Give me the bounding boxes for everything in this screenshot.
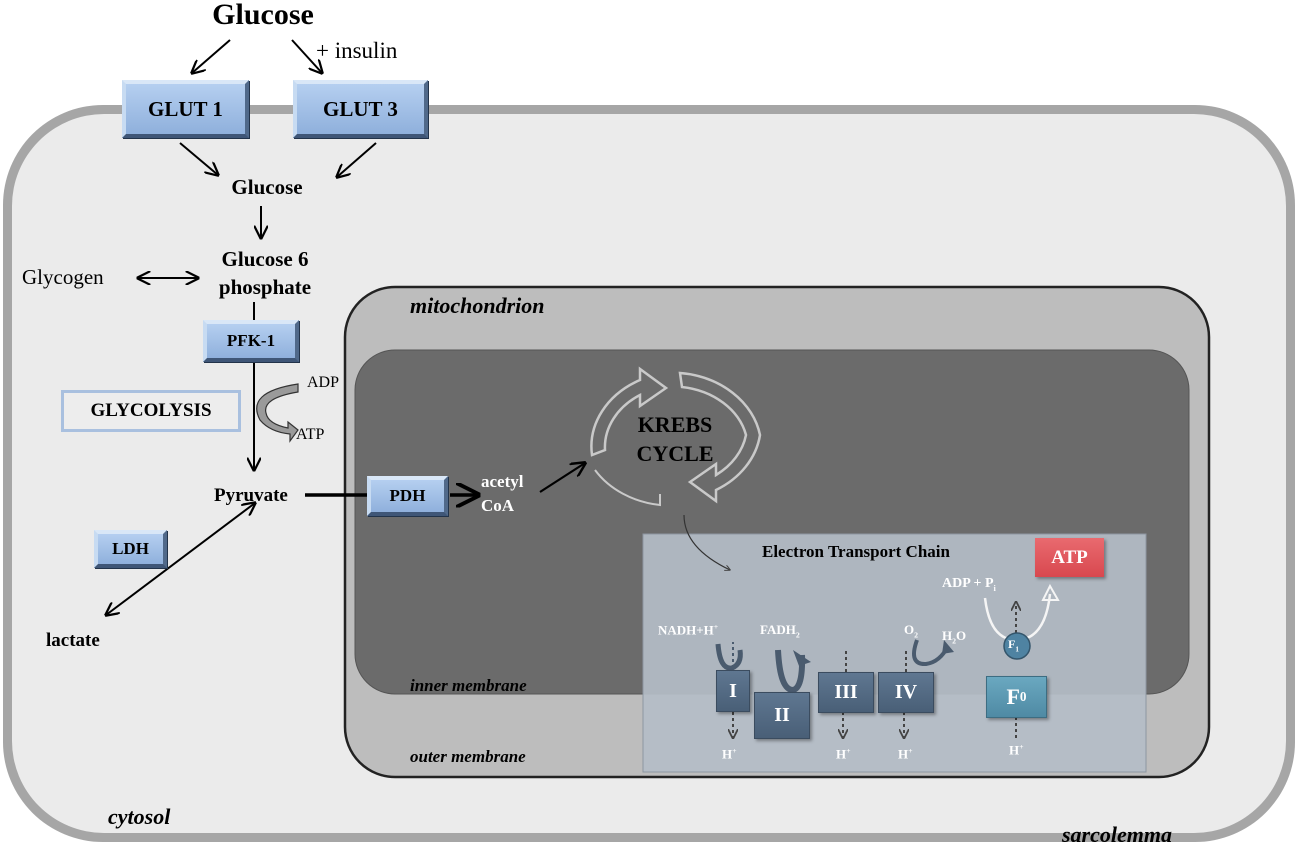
arrow-glucose-glut3 (291, 39, 322, 73)
h2o-text-h: H (942, 628, 953, 643)
adp-atp-curve (256, 383, 299, 443)
complex-ii: II (754, 692, 810, 739)
h-plus-2-text: H (836, 746, 847, 762)
h-plus-4-text: H (1009, 742, 1020, 758)
g6p-label: Glucose 6 phosphate (219, 245, 311, 301)
h-plus-4-sup: + (1019, 742, 1024, 751)
nadh-superscript: + (713, 622, 719, 631)
arrow-glucose-glut1 (192, 39, 231, 73)
h2o-label: H2O (942, 628, 966, 646)
insulin-label: + insulin (316, 38, 398, 63)
f1-subunit (1003, 632, 1031, 660)
adp-pi-text: ADP + P (942, 576, 994, 591)
h-plus-3-sup: + (908, 746, 913, 755)
arrow-krebs-etc (683, 514, 730, 570)
complex-iv: IV (878, 672, 934, 713)
f1-text: F (1008, 637, 1016, 651)
h2o-subscript: 2 (952, 636, 957, 646)
arrow-glut1-glucose (179, 142, 218, 175)
h-plus-3-text: H (898, 746, 909, 762)
atp-small-label: ATP (296, 426, 325, 443)
krebs-line-1: KREBS (637, 412, 713, 437)
krebs-cycle-label: KREBS CYCLE (636, 410, 713, 468)
h-plus-1-text: H (722, 746, 733, 762)
glycolysis-box: GLYCOLYSIS (61, 390, 241, 432)
h-plus-3: H+ (898, 746, 913, 762)
fadh-curve (775, 649, 806, 694)
h-plus-4: H+ (1009, 742, 1024, 758)
glucose-inside-label: Glucose (231, 175, 303, 199)
fadh-text: FADH (760, 622, 796, 637)
atp-big-box: ATP (1035, 538, 1104, 577)
lactate-label: lactate (46, 630, 100, 651)
cytosol-label: cytosol (108, 804, 171, 829)
arrow-pyruvate-lactate (106, 503, 255, 615)
ldh-box: LDH (94, 530, 167, 568)
acetyl-coa-label: acetyl CoA (481, 470, 523, 518)
fadh-label: FADH2 (760, 622, 800, 640)
coa-line: CoA (481, 496, 515, 515)
adp-pi-label: ADP + Pi (942, 576, 996, 593)
pi-subscript: i (993, 583, 996, 593)
nadh-label: NADH+H+ (658, 622, 718, 638)
glucose-outside-label: Glucose (212, 0, 314, 31)
glut3-box: GLUT 3 (293, 80, 428, 138)
h-plus-1-sup: + (732, 746, 737, 755)
o2-subscript: 2 (914, 630, 919, 640)
h2o-text-o: O (956, 628, 967, 643)
h-plus-2: H+ (836, 746, 851, 762)
etc-title: Electron Transport Chain (762, 542, 950, 561)
f1-subscript: 1 (1015, 645, 1019, 654)
glycogen-label: Glycogen (22, 265, 104, 289)
f0-text: F (1006, 684, 1020, 709)
f0-subscript: 0 (1019, 689, 1027, 704)
arrow-acetylcoa-krebs (539, 463, 585, 493)
sarcolemma-label: sarcolemma (1062, 822, 1172, 847)
h-plus-1: H+ (722, 746, 737, 762)
acetyl-line: acetyl (481, 472, 524, 491)
f1-label: F1 (1008, 637, 1019, 653)
fadh-subscript: 2 (795, 630, 800, 640)
complex-i: I (716, 670, 750, 712)
o2-h2o-curve (912, 639, 950, 667)
nadh-text: NADH+H (658, 622, 714, 638)
o2-text: O (904, 622, 915, 637)
outer-membrane-label: outer membrane (410, 747, 526, 766)
glut1-box: GLUT 1 (122, 80, 249, 138)
h-plus-2-sup: + (846, 746, 851, 755)
arrow-glut3-glucose (337, 142, 377, 177)
krebs-line-2: CYCLE (636, 441, 714, 466)
adp-label: ADP (307, 374, 340, 391)
o2-label: O2 (904, 622, 918, 640)
complex-iii: III (818, 672, 874, 713)
g6p-line-2: phosphate (218, 275, 312, 299)
inner-membrane-label: inner membrane (410, 676, 527, 695)
krebs-cycle-arrows (590, 366, 762, 507)
pfk1-box: PFK-1 (203, 320, 299, 362)
mitochondrion-label: mitochondrion (410, 293, 545, 318)
g6p-line-1: Glucose 6 (221, 247, 309, 271)
pdh-box: PDH (367, 476, 448, 516)
pyruvate-label: Pyruvate (214, 485, 288, 506)
